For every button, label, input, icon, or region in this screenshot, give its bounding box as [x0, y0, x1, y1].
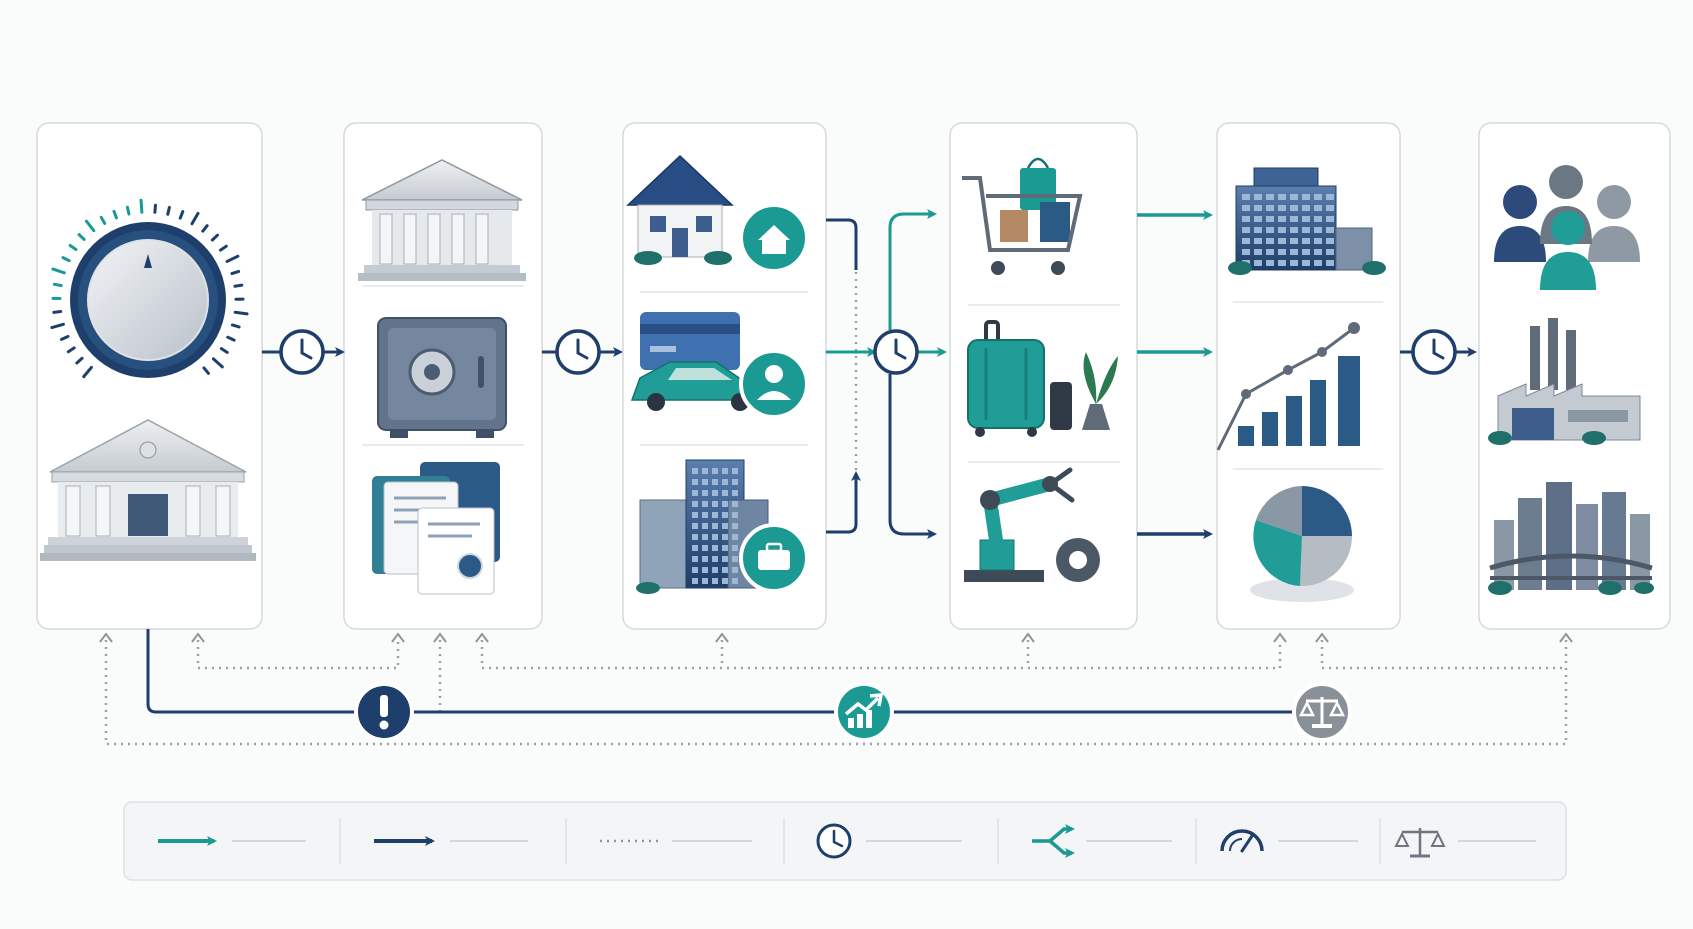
office-building-icon: [636, 459, 769, 594]
car-card-icon: [630, 312, 765, 411]
home-badge-icon: [739, 203, 809, 273]
alert-icon: [354, 682, 414, 742]
legend-scales-icon: [1394, 828, 1536, 858]
feedback-arrowheads: [99, 632, 1573, 643]
corporate-tower-icon: [1228, 167, 1386, 275]
legend: [123, 801, 1567, 881]
legend-gauge-icon: [1220, 829, 1358, 853]
clock-icon: [873, 329, 919, 375]
connector-credit-to-spending: [826, 209, 947, 539]
shopping-cart-icon: [962, 157, 1083, 275]
connector-spending-to-business: [1137, 210, 1213, 539]
legend-clock-icon: [816, 823, 962, 859]
clock-icon: [555, 329, 601, 375]
clock-icon: [1411, 329, 1457, 375]
legend-split-arrow-icon: [1032, 824, 1172, 858]
safe-icon: [377, 317, 507, 438]
growth-chart-icon: [1216, 322, 1360, 451]
documents-icon: [372, 462, 500, 595]
person-badge-icon: [739, 349, 809, 419]
house-icon: [626, 154, 734, 265]
luggage-icon: [967, 320, 1118, 437]
feedback-dotted-loops: [104, 640, 1568, 746]
robot-arm-icon: [964, 467, 1100, 582]
central-bank-icon: [40, 419, 256, 561]
feedback-solid-line: [146, 629, 1320, 714]
people-icon: [1494, 165, 1640, 290]
clock-icon: [279, 329, 325, 375]
factory-icon: [1488, 318, 1641, 445]
scales-icon: [1292, 682, 1352, 742]
trend-up-icon: [834, 682, 894, 742]
city-skyline-icon: [1488, 482, 1654, 595]
bank-icon: [358, 159, 526, 281]
dial-icon: [50, 198, 249, 379]
briefcase-badge-icon: [739, 523, 809, 593]
pie-chart-icon: [1250, 486, 1354, 602]
